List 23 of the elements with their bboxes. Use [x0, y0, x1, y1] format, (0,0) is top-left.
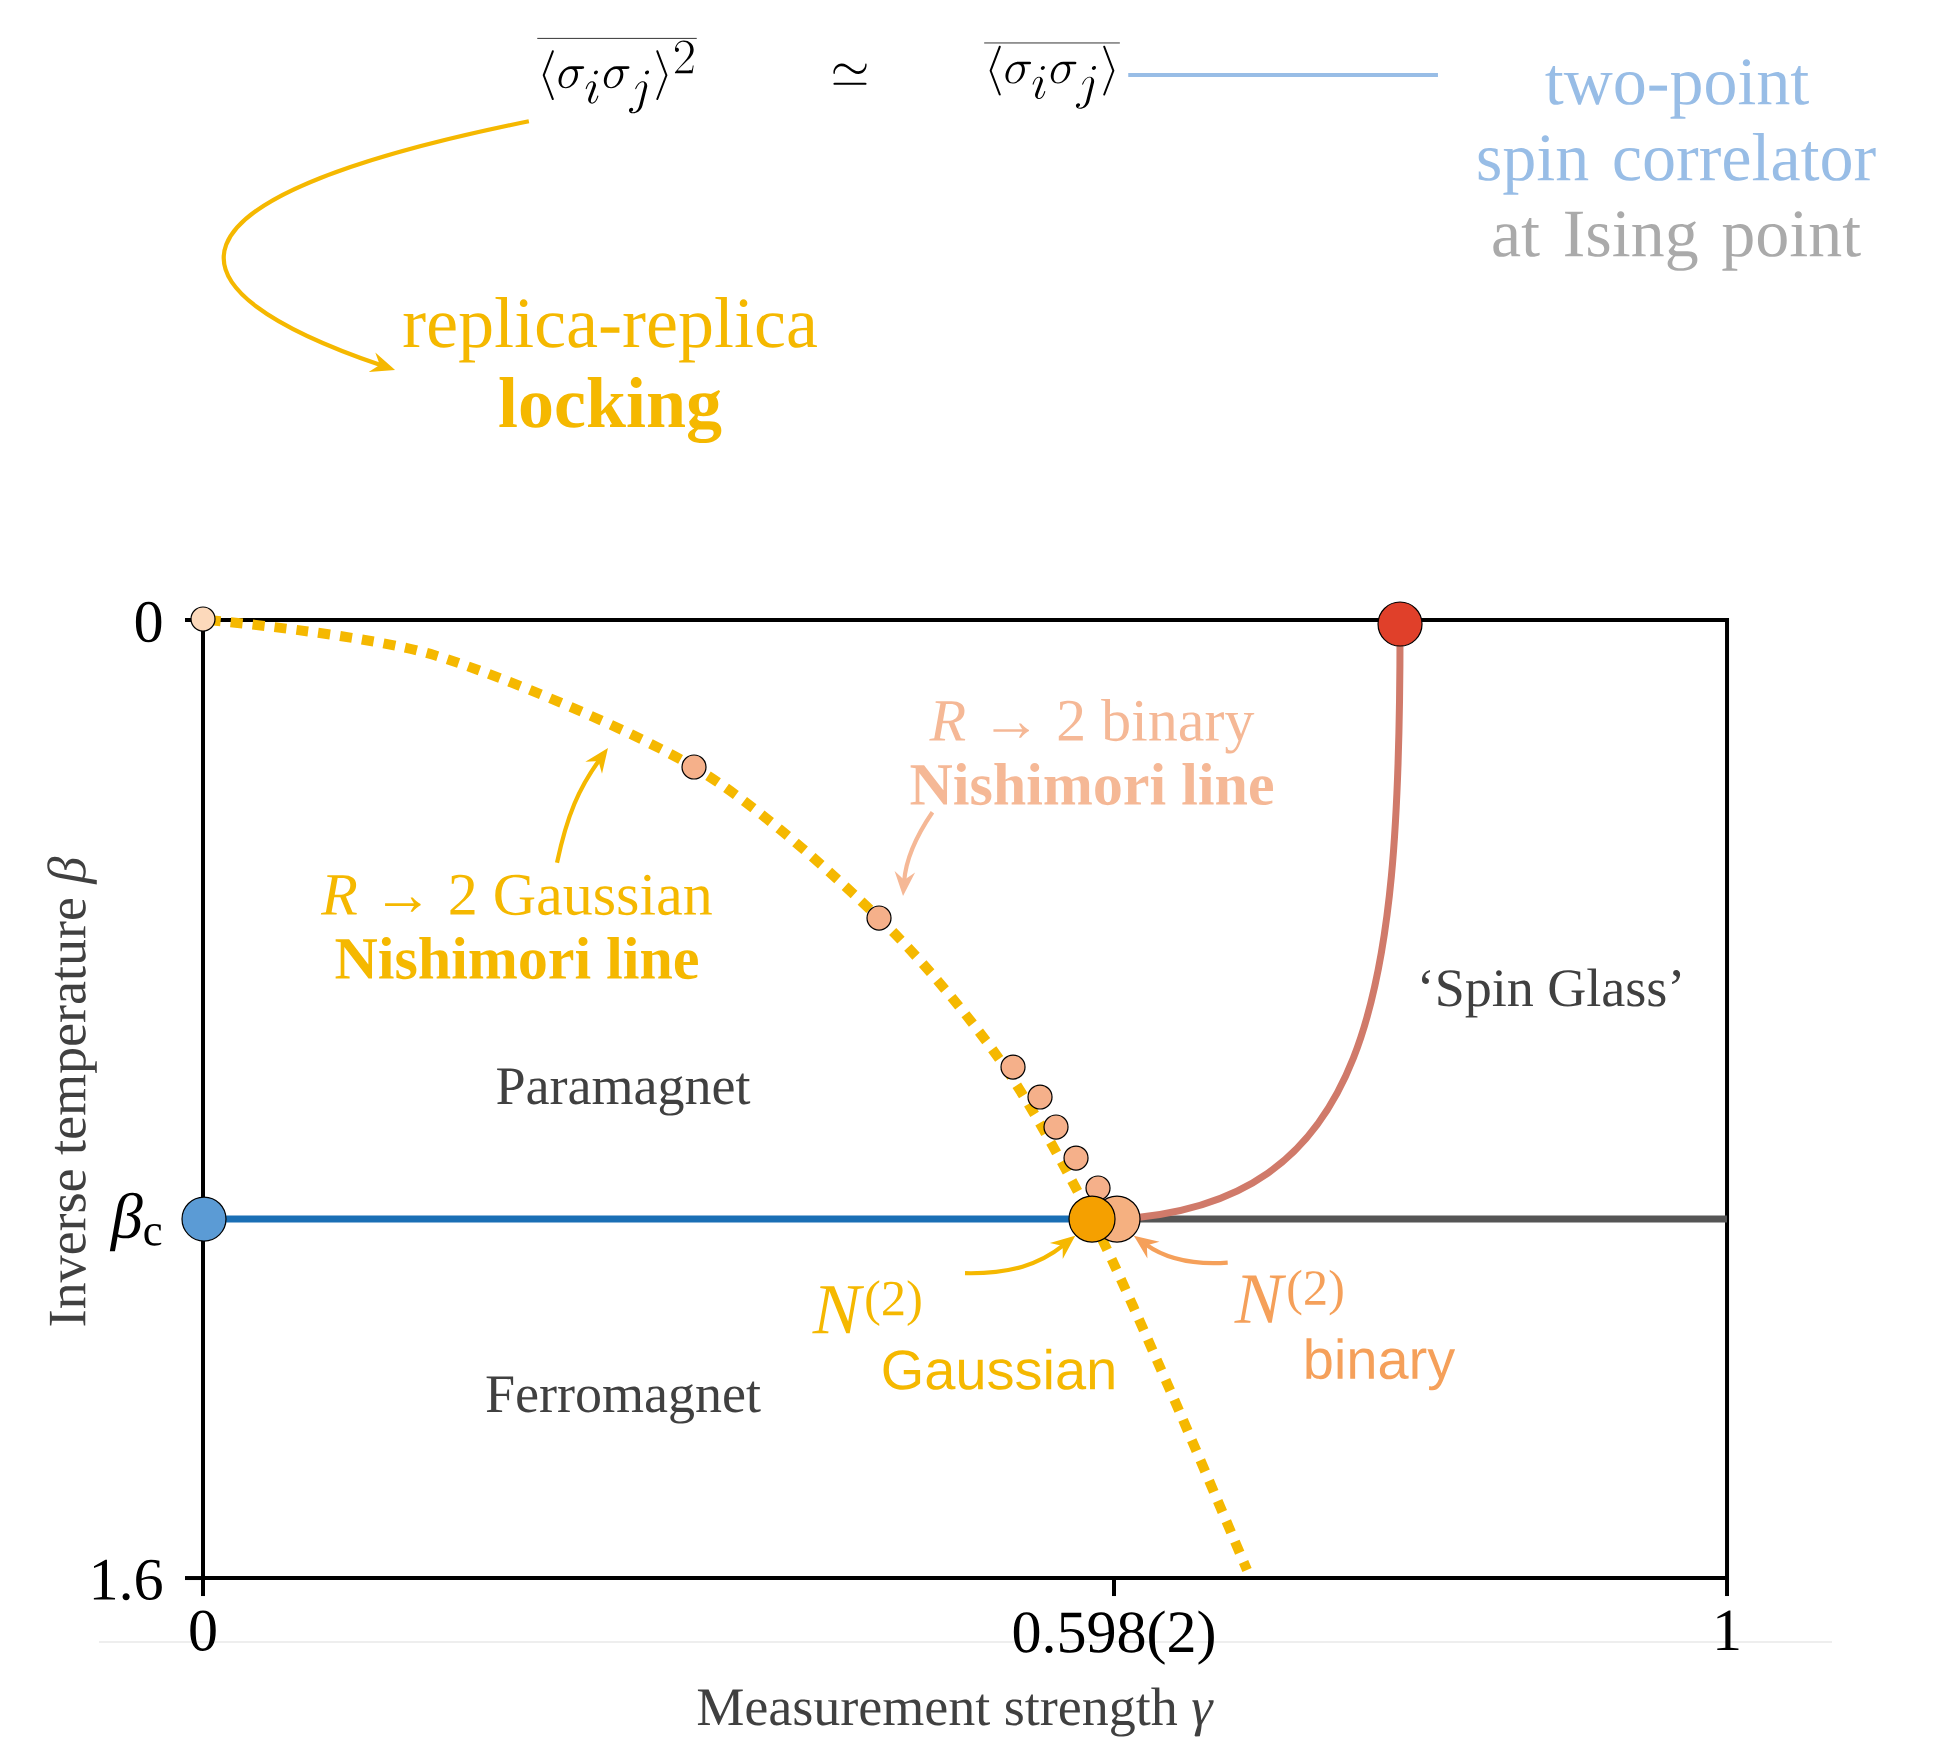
arrow: [222, 119, 530, 372]
critical-point-marker: [1068, 1195, 1116, 1243]
region-label: Paramagnet: [497, 1068, 751, 1116]
tick-label: 1: [1717, 1610, 1739, 1651]
annotation-text: R → 2 binary Nishimori line: [910, 698, 1273, 806]
axis-label: Measurement strength γ: [697, 1687, 1214, 1737]
tick-label: 0: [135, 601, 162, 643]
tick-label: 1.6: [93, 1559, 162, 1601]
tick-label: 0.598(2): [1013, 1610, 1214, 1665]
region-label: ‘Spin Glass’: [1422, 968, 1681, 1018]
formula: $\overline{\langle\sigma_i\sigma_j\rangle}$: [984, 42, 1120, 109]
axis-label: Inverse temperature β: [47, 856, 97, 1326]
formula: $\overline{\langle\sigma_i\sigma_j\rangle^2}$: [537, 38, 697, 114]
annotation-text: R → 2 Gaussian Nishimori line: [320, 874, 712, 980]
region-label: Ferromagnet: [486, 1376, 761, 1424]
annotation-text: N$^{(2)}$ Gaussian: [812, 1280, 1114, 1390]
annotation-text: two-point spin correlator at Ising point: [1478, 59, 1876, 271]
tick-label: 0: [190, 1610, 216, 1651]
annotation-text: N$^{(2)}$ binary: [1234, 1269, 1456, 1391]
connector-line: [1128, 72, 1438, 78]
formula: $\simeq$: [833, 63, 867, 85]
tick-label: β$_{c}$: [109, 1192, 162, 1252]
annotation-text: replica-replica locking: [403, 297, 817, 443]
